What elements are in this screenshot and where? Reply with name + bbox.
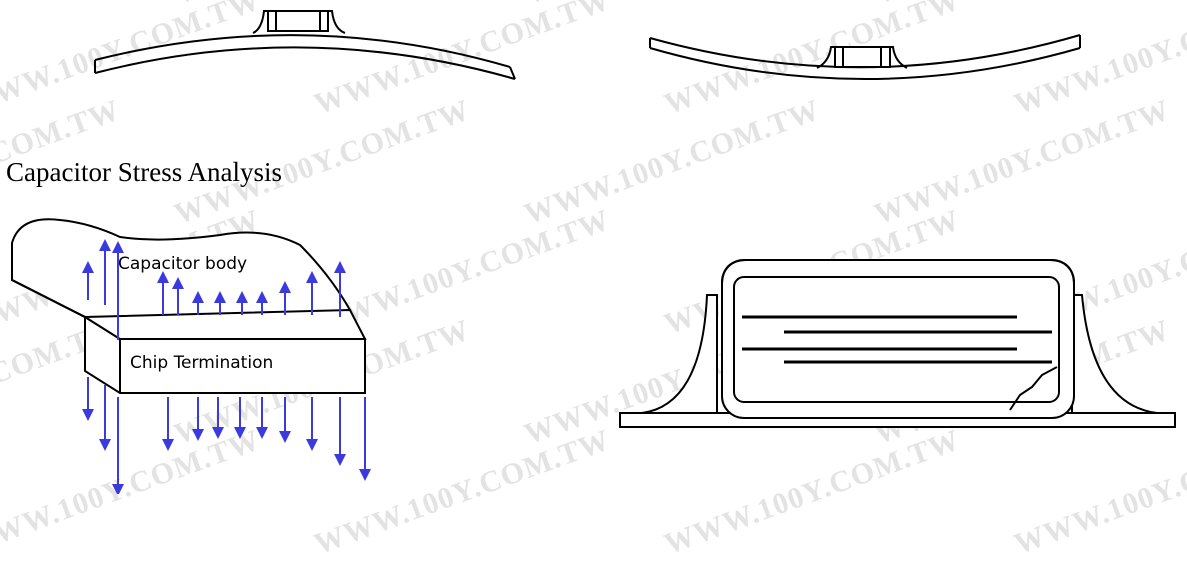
chip-termination-box — [11, 279, 367, 394]
crack-line — [1009, 366, 1058, 411]
capacitor-cross-section-diagram — [619, 259, 1176, 428]
label-chip-termination: Chip Termination — [130, 353, 273, 373]
watermark-text: WWW.100Y.COM.TW — [520, 93, 825, 232]
watermark-text: WWW.100Y.COM.TW — [520, 0, 825, 12]
board-bottom-edge — [94, 46, 516, 80]
capacitor-inner-body — [733, 276, 1060, 403]
board-bend-convex-diagram — [94, 10, 516, 80]
right-solder-fillet — [1071, 294, 1158, 414]
watermark-text: WWW.100Y.COM.TW — [660, 423, 965, 562]
watermark-text: WWW.100Y.COM.TW — [870, 0, 1175, 12]
label-capacitor-body: Capacitor body — [118, 254, 247, 274]
board-bottom-edge — [649, 47, 1081, 80]
watermark-text: WWW.100Y.COM.TW — [1010, 423, 1187, 562]
diagram-heading: Capacitor Stress Analysis — [6, 157, 282, 187]
mounted-chip-top-right — [816, 46, 908, 69]
left-solder-fillet — [641, 294, 718, 414]
stress-analysis-diagram: Capacitor body Chip Termination — [11, 218, 371, 494]
board-top-edge — [94, 34, 511, 68]
board-bend-concave-diagram — [649, 34, 1081, 80]
mounted-chip-top-left — [252, 10, 346, 34]
stress-arrows — [82, 239, 371, 494]
watermark-text: WWW.100Y.COM.TW — [870, 93, 1175, 232]
